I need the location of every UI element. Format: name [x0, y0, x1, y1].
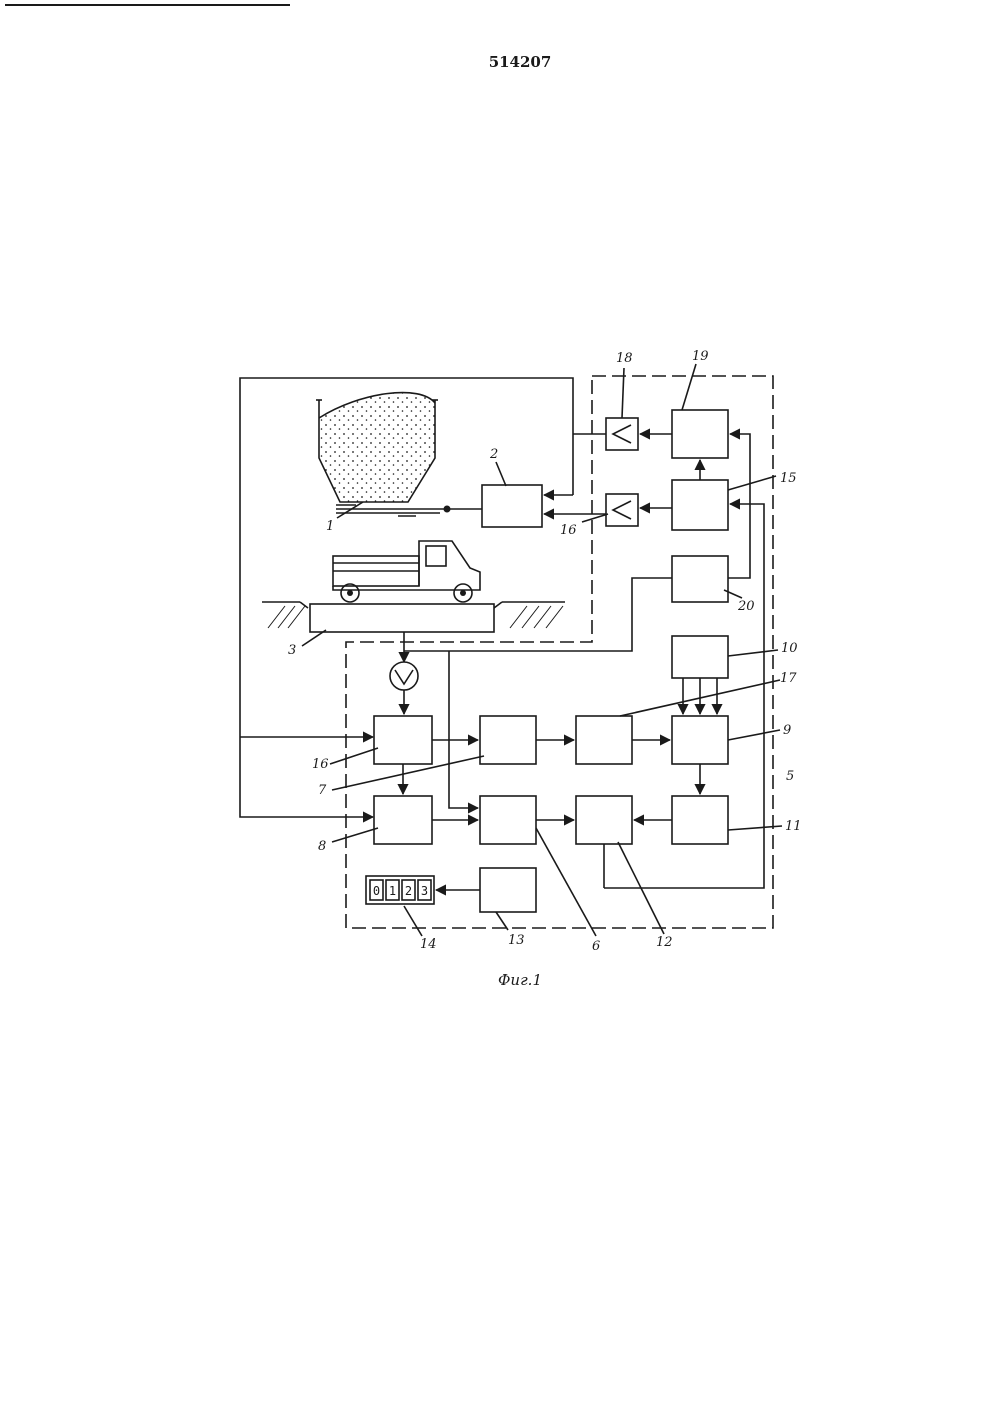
label-2: 2: [489, 447, 498, 462]
figure-caption: Фиг.1: [498, 971, 542, 989]
label-11: 11: [785, 819, 802, 834]
counter-digit: 3: [421, 884, 428, 898]
block-13: [480, 868, 536, 912]
label-16-upper: 16: [560, 523, 577, 538]
block-6: [480, 796, 536, 844]
block-10: [672, 636, 728, 678]
comparator-18: [606, 418, 638, 450]
label-6: 6: [592, 939, 600, 954]
block-20: [672, 556, 728, 602]
label-7: 7: [318, 783, 327, 798]
block-9: [672, 716, 728, 764]
block-7: [480, 716, 536, 764]
sensor-to-block-6-line: [449, 651, 478, 808]
block-17: [576, 716, 632, 764]
label-9: 9: [783, 723, 791, 738]
counter-digit: 1: [389, 884, 396, 898]
patent-number: 514207: [489, 53, 552, 71]
label-14: 14: [420, 937, 437, 952]
comparator-16-upper: [606, 494, 638, 526]
gate-mechanism: [336, 505, 482, 516]
counter-digit: 0: [373, 884, 380, 898]
block-19: [672, 410, 728, 458]
label-19: 19: [692, 349, 709, 364]
load-sensor-icon: [390, 662, 418, 690]
label-15: 15: [780, 471, 797, 486]
block-11: [672, 796, 728, 844]
label-12: 12: [656, 935, 673, 950]
label-10: 10: [781, 641, 798, 656]
label-17: 17: [780, 671, 797, 686]
label-16-lower: 16: [312, 757, 329, 772]
block-16: [374, 716, 432, 764]
block-8: [374, 796, 432, 844]
scale-platform-3: [310, 604, 494, 632]
label-18: 18: [616, 351, 633, 366]
counter-display-14: 0 1 2 3: [366, 876, 434, 904]
block-15: [672, 480, 728, 530]
label-20: 20: [737, 599, 755, 614]
actuator-2: [482, 485, 542, 527]
label-8: 8: [318, 839, 326, 854]
truck: [333, 541, 480, 602]
label-1: 1: [326, 519, 334, 534]
block-20-to-19-line: [728, 434, 750, 578]
hopper-1: [316, 393, 438, 502]
label-3: 3: [288, 643, 296, 658]
label-5: 5: [786, 769, 794, 784]
label-13: 13: [508, 933, 525, 948]
counter-digit: 2: [405, 884, 412, 898]
block-12: [576, 796, 632, 844]
